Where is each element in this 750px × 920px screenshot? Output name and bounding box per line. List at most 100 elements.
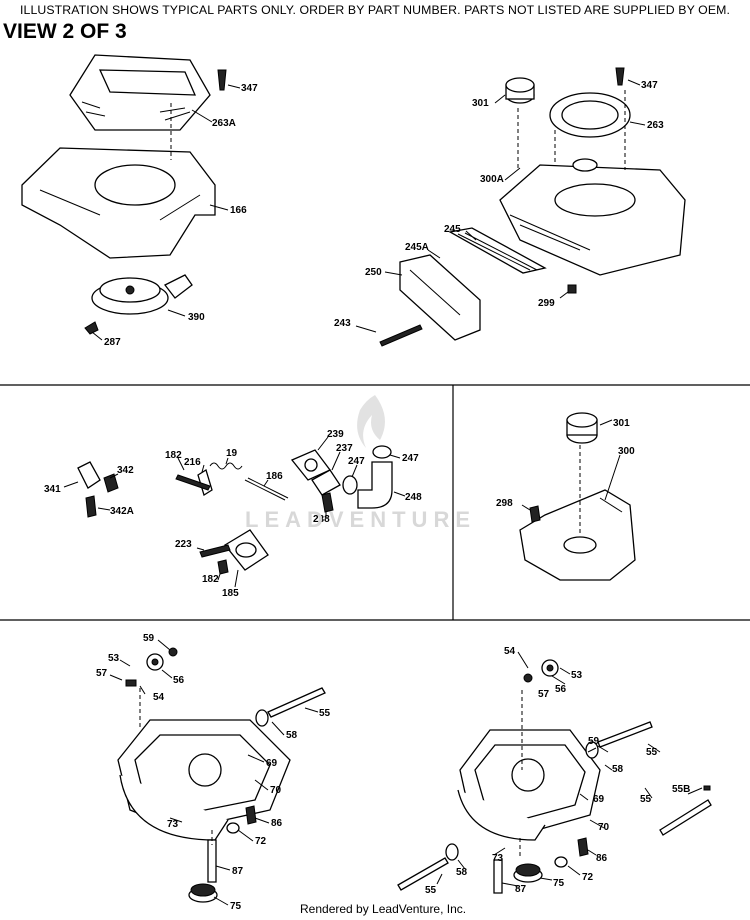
washer-59-left-part[interactable] (168, 647, 178, 657)
callout-73-right: 73 (492, 853, 504, 864)
blower-housing-part[interactable] (21, 147, 216, 259)
callout-59-right: 59 (588, 736, 600, 747)
screw-287-part[interactable] (84, 321, 99, 335)
callout-55-right-upper: 55 (646, 747, 658, 758)
crankcase-left-group: 59 53 57 54 56 55 58 69 70 73 86 72 87 7… (96, 633, 331, 912)
callout-57: 57 (96, 668, 108, 679)
callout-342: 342 (117, 465, 134, 476)
fuel-cap-301b-part[interactable] (566, 412, 598, 444)
screw-298-part[interactable] (529, 505, 541, 523)
elbow-237-part[interactable] (311, 469, 341, 496)
callout-237: 237 (336, 443, 353, 454)
governor-gear-left-part[interactable] (125, 653, 164, 687)
flywheel-screen-part[interactable] (91, 274, 193, 315)
screw-223-part[interactable] (199, 544, 231, 558)
callout-73: 73 (167, 819, 179, 830)
screw-243-part[interactable] (379, 324, 423, 347)
callout-247: 247 (348, 456, 365, 467)
callout-69: 69 (266, 758, 278, 769)
crankcase-cover-left-part[interactable] (117, 719, 291, 841)
callout-58-right-lower: 58 (456, 867, 468, 878)
fuel-tank-300a-part[interactable] (499, 158, 686, 276)
hose-248-part[interactable] (357, 461, 393, 509)
callout-263: 263 (647, 120, 664, 131)
bracket-341-part[interactable] (77, 461, 101, 489)
seal-58-left-part[interactable] (255, 709, 269, 727)
screw-347-part[interactable] (217, 69, 227, 91)
watermark-text: LEADVENTURE (245, 507, 477, 532)
callout-390: 390 (188, 312, 205, 323)
parts-notice: ILLUSTRATION SHOWS TYPICAL PARTS ONLY. O… (20, 3, 730, 17)
plug-72-left-part[interactable] (226, 822, 240, 834)
callout-75-right: 75 (553, 878, 565, 889)
callout-248: 248 (405, 492, 422, 503)
pin-55b-part[interactable] (703, 785, 711, 791)
callout-182b: 182 (202, 574, 219, 585)
callout-166: 166 (230, 205, 247, 216)
callout-298: 298 (496, 498, 513, 509)
callout-347-top: 347 (641, 80, 658, 91)
shaft-55-left-part[interactable] (267, 687, 326, 718)
spring-19-part[interactable] (209, 462, 243, 470)
governor-gear-right-part[interactable] (523, 659, 559, 683)
carb-185-part[interactable] (224, 529, 269, 571)
callout-58-right: 58 (612, 764, 624, 775)
callout-72-right: 72 (582, 872, 594, 883)
callout-56: 56 (173, 675, 185, 686)
callout-19: 19 (226, 448, 238, 459)
bolt-87-right-part[interactable] (493, 859, 503, 894)
link-186-part[interactable] (244, 477, 289, 501)
callout-287: 287 (104, 337, 121, 348)
screw-182b-part[interactable] (217, 559, 229, 575)
callout-341: 341 (44, 484, 61, 495)
callout-87: 87 (232, 866, 244, 877)
air-cleaner-250-part[interactable] (399, 254, 481, 341)
shaft-55-right-lower-part[interactable] (397, 857, 449, 891)
fuel-cap-301-part[interactable] (505, 77, 535, 104)
lever-216-part[interactable] (175, 468, 213, 497)
callout-75: 75 (230, 901, 242, 912)
gasket-239-part[interactable] (290, 449, 332, 481)
callout-243: 243 (334, 318, 351, 329)
callout-70-right: 70 (598, 822, 610, 833)
bolt-87-left-part[interactable] (207, 839, 217, 883)
section-dividers (0, 384, 750, 621)
callout-54: 54 (153, 692, 165, 703)
callout-342a: 342A (110, 506, 134, 517)
clamp-247-part[interactable] (342, 445, 392, 495)
shaft-55b-part[interactable] (659, 799, 712, 836)
callout-299: 299 (538, 298, 555, 309)
screw-342-part[interactable] (103, 473, 119, 493)
screw-86-left-part[interactable] (245, 805, 257, 825)
callout-57-right: 57 (538, 689, 550, 700)
callout-301: 301 (472, 98, 489, 109)
shroud-top-part[interactable] (69, 54, 211, 131)
shaft-55-right-upper-part[interactable] (597, 721, 653, 748)
tank-ring-263-part[interactable] (549, 92, 631, 138)
washer-75-right-part[interactable] (513, 863, 543, 883)
callout-55-right-lower: 55 (425, 885, 437, 896)
fuel-tank-300-part[interactable] (519, 489, 636, 581)
controls-group: 341 342 342A 182 216 19 186 239 237 247 … (44, 429, 422, 599)
callout-56-right: 56 (555, 684, 567, 695)
washer-75-left-part[interactable] (188, 883, 218, 903)
callout-250: 250 (365, 267, 382, 278)
callout-223: 223 (175, 539, 192, 550)
plug-72-right-part[interactable] (554, 856, 568, 868)
callout-247b: 247 (402, 453, 419, 464)
callout-70: 70 (270, 785, 282, 796)
callout-72: 72 (255, 836, 267, 847)
screw-347-top-part[interactable] (615, 67, 625, 86)
callout-300a: 300A (480, 174, 504, 185)
nut-299-part[interactable] (567, 284, 577, 294)
screw-342a-part[interactable] (85, 495, 97, 518)
callout-53-right: 53 (571, 670, 583, 681)
callout-54-right: 54 (504, 646, 516, 657)
screw-86-right-part[interactable] (577, 837, 589, 857)
callout-216: 216 (184, 457, 201, 468)
footer-credit: Rendered by LeadVenture, Inc. (300, 902, 467, 916)
screw-238-part[interactable] (321, 492, 334, 513)
air-filter-245-part[interactable] (448, 227, 547, 274)
crankcase-cover-right-part[interactable] (457, 729, 601, 841)
